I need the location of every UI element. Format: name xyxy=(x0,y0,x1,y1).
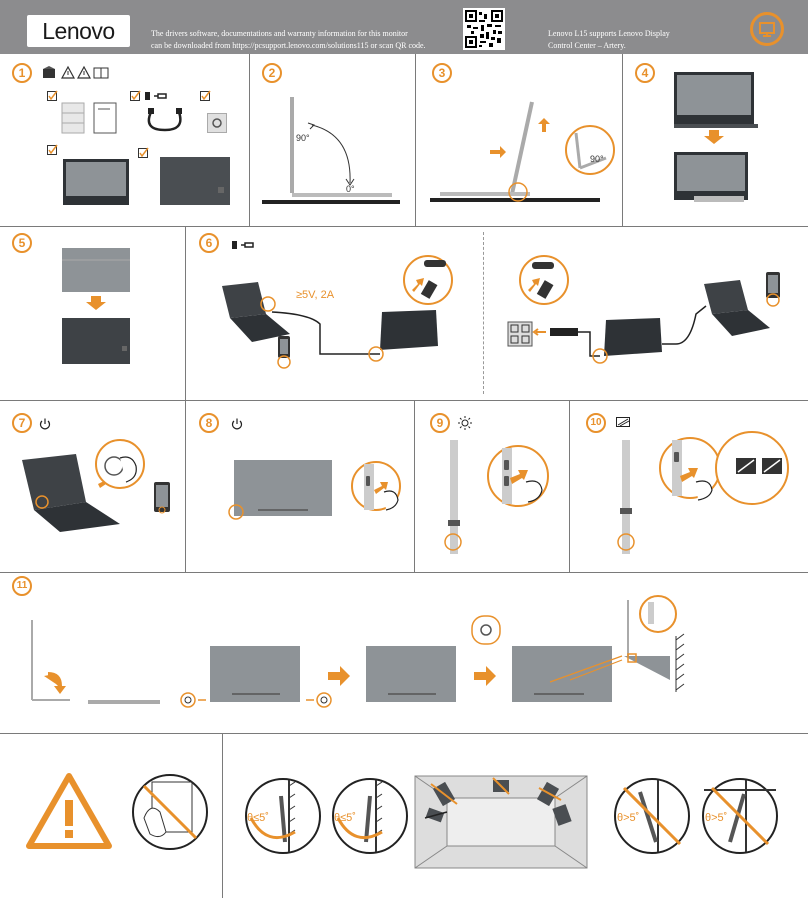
checkbox-icon xyxy=(47,144,58,155)
step-number-4: 4 xyxy=(635,63,655,83)
power-spec-label: ≥5V, 2A xyxy=(296,289,335,301)
theta-gt5-label-1: θ>5˚ xyxy=(617,812,640,824)
step-number-11: 11 xyxy=(12,576,32,596)
step-number-10: 10 xyxy=(586,413,606,433)
cover-attach-illustration xyxy=(674,72,758,202)
angle-90-kickstand-label: 90° xyxy=(590,154,604,164)
monitor-glyph xyxy=(759,22,775,37)
no-handling-screen-icon xyxy=(132,774,208,850)
monitor-front-illustration xyxy=(63,159,129,205)
col-divider-r3b xyxy=(414,400,415,572)
package-contents-icons xyxy=(43,65,109,79)
usb-c-icon xyxy=(145,92,167,100)
row-divider-4 xyxy=(0,733,808,734)
tilt-not-ok-icon-2 xyxy=(702,778,778,854)
monitor-icon xyxy=(750,12,784,46)
manual-icon xyxy=(93,67,109,79)
row-divider-3 xyxy=(0,572,808,573)
room-mounting-illustration xyxy=(414,775,588,869)
warning-icon xyxy=(26,773,112,849)
step-number-5: 5 xyxy=(12,233,32,253)
warning-icon xyxy=(60,65,76,79)
theta-le5-label-1: θ≤5˚ xyxy=(247,812,269,824)
cover-fold-illustration xyxy=(62,248,130,364)
drivers-text-line1: The drivers software, documentations and… xyxy=(151,29,408,38)
kickstand-illustration xyxy=(430,101,615,202)
checkbox-icon xyxy=(47,90,58,101)
header: Lenovo The drivers software, documentati… xyxy=(0,0,808,54)
laptop-to-monitor-connection xyxy=(222,255,453,369)
documents-illustration xyxy=(61,102,117,134)
brightness-button-illustration xyxy=(444,440,549,554)
display-mode-icon xyxy=(616,417,630,427)
step-number-9: 9 xyxy=(430,413,450,433)
step-number-8: 8 xyxy=(199,413,219,433)
power-icon xyxy=(231,418,243,430)
row-divider-1 xyxy=(0,226,808,227)
step-number-1: 1 xyxy=(12,63,32,83)
col-divider-r1b xyxy=(415,54,416,226)
usb-c-icon xyxy=(232,241,254,249)
lenovo-logo: Lenovo xyxy=(27,15,130,47)
monitor-cover-illustration xyxy=(160,157,230,205)
checkbox-icon xyxy=(200,90,211,101)
drivers-text-line2: can be downloaded from https://pcsupport… xyxy=(151,41,426,50)
support-text-line1: Lenovo L15 supports Lenovo Display xyxy=(548,29,670,38)
screw-icon xyxy=(207,113,227,133)
step-number-2: 2 xyxy=(262,63,282,83)
usb-c-cable-illustration xyxy=(147,108,182,132)
tilt-ok-icon-2 xyxy=(332,778,408,854)
package-icon xyxy=(43,66,55,78)
row-divider-2 xyxy=(0,400,808,401)
theta-gt5-label-2: θ>5˚ xyxy=(705,812,728,824)
tilt-not-ok-icon-1 xyxy=(614,778,690,854)
brightness-icon xyxy=(458,416,472,430)
step-number-6: 6 xyxy=(199,233,219,253)
col-divider-r1c xyxy=(622,54,623,226)
step-number-7: 7 xyxy=(12,413,32,433)
tilt-ok-icon-1 xyxy=(245,778,321,854)
theta-le5-label-2: θ≤5˚ xyxy=(334,812,356,824)
adapter-to-monitor-connection xyxy=(507,255,780,364)
drivers-info: The drivers software, documentations and… xyxy=(151,28,426,52)
qr-code[interactable] xyxy=(463,8,505,50)
angle-0-label: 0° xyxy=(346,184,355,194)
wall-mount-sequence-illustration xyxy=(31,595,685,708)
col-divider-r2b-dashed xyxy=(483,232,484,394)
support-info: Lenovo L15 supports Lenovo Display Contr… xyxy=(548,28,670,52)
checkbox-icon xyxy=(138,147,149,158)
monitor-power-button-illustration xyxy=(228,460,401,520)
display-mode-button-illustration xyxy=(617,431,789,554)
col-divider-r3c xyxy=(569,400,570,572)
col-divider-r5 xyxy=(222,733,223,898)
col-divider-r1a xyxy=(249,54,250,226)
power-icon xyxy=(39,418,51,430)
checkbox-icon xyxy=(130,90,141,101)
laptop-power-on-illustration xyxy=(22,439,170,532)
col-divider-r3a xyxy=(185,400,186,572)
angle-90-label: 90° xyxy=(296,133,310,143)
tilt-angle-illustration xyxy=(262,97,400,204)
col-divider-r2a xyxy=(185,226,186,400)
support-text-line2: Control Center – Artery. xyxy=(548,41,626,50)
step-number-3: 3 xyxy=(432,63,452,83)
qr-code-icon xyxy=(465,10,503,48)
warning-icon-2 xyxy=(76,65,92,79)
